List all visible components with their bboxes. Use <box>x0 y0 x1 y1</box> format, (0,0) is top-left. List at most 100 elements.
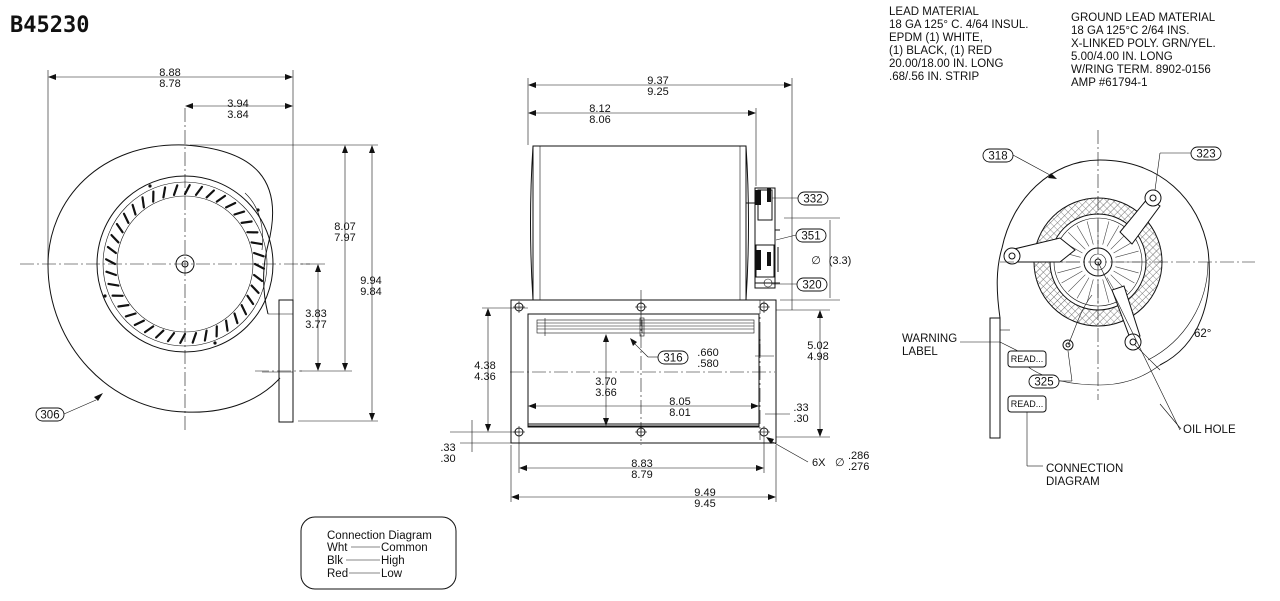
svg-text:18 GA 125°C 2/64 INS.: 18 GA 125°C 2/64 INS. <box>1071 25 1189 37</box>
angle-label: 62° <box>1194 328 1211 340</box>
wheel-blade <box>104 258 117 266</box>
middle-housing-body <box>532 145 747 301</box>
svg-text:Common: Common <box>381 542 428 554</box>
motor-fin <box>1106 225 1120 247</box>
wheel-blade <box>172 184 179 196</box>
svg-text:3.66: 3.66 <box>595 387 616 399</box>
wheel-blade <box>240 220 253 224</box>
svg-text:8.05: 8.05 <box>669 396 690 408</box>
motor-fin <box>1102 221 1110 245</box>
wheel-blade <box>122 212 130 224</box>
svg-text:4.98: 4.98 <box>807 351 828 363</box>
svg-text:LEAD MATERIAL: LEAD MATERIAL <box>889 6 979 18</box>
wheel-blade <box>225 201 237 209</box>
wheel-blade <box>143 325 155 334</box>
wheel-blade <box>215 194 227 203</box>
callout-325: 325 <box>1034 377 1053 389</box>
svg-text:.660: .660 <box>697 347 718 359</box>
left-outlet-flange <box>278 299 294 423</box>
svg-text:8.88: 8.88 <box>159 67 180 79</box>
svg-text:High: High <box>381 555 405 567</box>
svg-text:3.83: 3.83 <box>305 308 326 320</box>
svg-text:.33: .33 <box>793 402 808 414</box>
connection-diagram-label: CONNECTION <box>1046 463 1123 475</box>
wheel-blade <box>225 319 229 332</box>
wheel-blade <box>155 329 165 339</box>
svg-text:X-LINKED POLY. GRN/YEL.: X-LINKED POLY. GRN/YEL. <box>1071 38 1216 50</box>
svg-text:9.25: 9.25 <box>647 86 668 98</box>
svg-text:9.49: 9.49 <box>694 487 715 499</box>
motor-fin <box>1115 250 1139 258</box>
svg-text:4.36: 4.36 <box>474 371 495 383</box>
wheel-blade <box>107 282 120 287</box>
svg-text:AMP #61794-1: AMP #61794-1 <box>1071 77 1148 89</box>
svg-text:5.02: 5.02 <box>807 340 828 352</box>
svg-text:8.06: 8.06 <box>589 114 610 126</box>
svg-text:8.07: 8.07 <box>334 221 355 233</box>
motor-fin <box>1061 270 1083 284</box>
callout-316: 316 <box>663 353 682 365</box>
svg-text:Blk: Blk <box>327 555 343 567</box>
motor-fin <box>1113 270 1135 284</box>
svg-text:6X: 6X <box>812 457 826 469</box>
svg-text:READ...: READ... <box>1011 399 1044 409</box>
legend-title: Connection Diagram <box>327 530 432 542</box>
svg-text:9.84: 9.84 <box>360 286 381 298</box>
callout-332: 332 <box>803 194 822 206</box>
motor-fin <box>1068 232 1086 250</box>
mount-arm-top <box>1119 197 1161 245</box>
svg-text:3.94: 3.94 <box>227 98 248 110</box>
wheel-blade <box>166 332 176 343</box>
right-view: READ... READ... <box>989 130 1255 439</box>
left-wheel-blades <box>104 184 265 344</box>
svg-text:9.94: 9.94 <box>360 275 381 287</box>
motor-fin <box>1086 279 1094 303</box>
wheel-blade <box>253 262 265 270</box>
connection-diagram-legend: Connection Diagram Wht Common Blk High R… <box>300 516 457 590</box>
motor-fin <box>1115 266 1139 274</box>
wheel-blade <box>105 270 118 277</box>
motor-fin <box>1068 274 1086 292</box>
left-dimensions: 8.88 8.78 3.94 3.84 8.07 7.97 9.94 9.84 … <box>35 67 382 422</box>
wheel-blade <box>162 186 167 199</box>
svg-text:∅: ∅ <box>835 457 845 469</box>
svg-text:3.77: 3.77 <box>305 319 326 331</box>
callout-323: 323 <box>1196 149 1215 161</box>
svg-text:20.00/18.00 IN. LONG: 20.00/18.00 IN. LONG <box>889 58 1003 70</box>
right-annotations: 318 323 325 WARNING LABEL 62° OIL HOLE C… <box>902 146 1236 488</box>
svg-text:DIAGRAM: DIAGRAM <box>1046 476 1100 488</box>
wheel-blade <box>115 222 124 234</box>
svg-text:LABEL: LABEL <box>902 346 938 358</box>
svg-text:.33: .33 <box>440 442 455 454</box>
wheel-blade <box>133 319 145 327</box>
wheel-blade <box>191 332 198 344</box>
svg-text:Low: Low <box>381 568 403 580</box>
svg-text:EPDM (1) WHITE,: EPDM (1) WHITE, <box>889 32 983 44</box>
wheel-blade <box>240 304 248 316</box>
right-housing-outline <box>996 159 1210 366</box>
lead-material-note: LEAD MATERIAL 18 GA 125° C. 4/64 INSUL. … <box>889 6 1028 83</box>
svg-text:.30: .30 <box>793 413 808 425</box>
svg-text:∅: ∅ <box>811 255 821 267</box>
svg-text:8.79: 8.79 <box>631 469 652 481</box>
wheel-blade <box>194 185 204 196</box>
right-outlet-flange <box>989 317 1001 439</box>
middle-flange-plate <box>510 299 777 444</box>
svg-text:7.97: 7.97 <box>334 232 355 244</box>
motor-fin <box>1102 279 1110 303</box>
svg-text:(1) BLACK, (1) RED: (1) BLACK, (1) RED <box>889 45 992 57</box>
wheel-blade <box>253 273 264 283</box>
wheel-blade <box>179 332 187 344</box>
motor-fin <box>1076 225 1090 247</box>
svg-text:8.78: 8.78 <box>159 78 180 90</box>
svg-text:8.83: 8.83 <box>631 458 652 470</box>
oil-hole-label: OIL HOLE <box>1183 424 1236 436</box>
callout-351: 351 <box>801 231 820 243</box>
wheel-blade <box>250 241 263 246</box>
wheel-blade <box>203 329 208 342</box>
svg-text:W/RING TERM. 8902-0156: W/RING TERM. 8902-0156 <box>1071 64 1211 76</box>
svg-text:3.70: 3.70 <box>595 376 616 388</box>
svg-text:(3.3): (3.3) <box>829 255 852 267</box>
motor-fin <box>1076 277 1090 299</box>
